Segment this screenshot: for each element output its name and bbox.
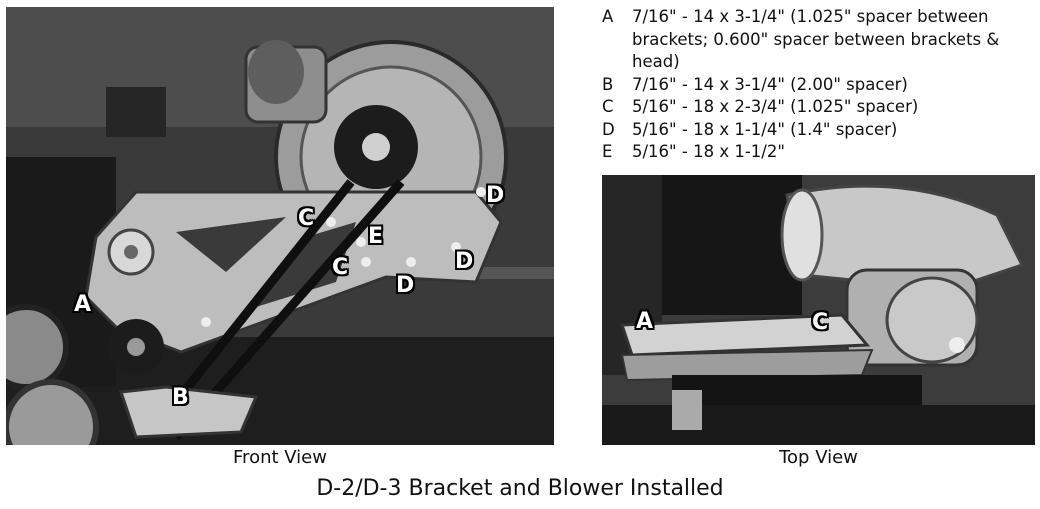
callout-c-lower: C (332, 255, 349, 280)
spec-value: 5/16" - 18 x 1-1/2" (632, 142, 785, 161)
spec-key: E (602, 142, 613, 161)
callout-a: A (636, 309, 654, 334)
spec-value: 5/16" - 18 x 1-1/4" (1.4" spacer) (632, 119, 898, 139)
callout-d-lower: D (396, 273, 415, 298)
spec-item-e: E 5/16" - 18 x 1-1/2" (602, 141, 1034, 164)
spec-key: B (602, 74, 614, 94)
top-view-illustration (602, 175, 1035, 445)
callout-c-upper: C (298, 206, 315, 231)
top-view-photo: A C (602, 175, 1035, 445)
spec-item-a: A 7/16" - 14 x 3-1/4" (1.025" spacer betw… (602, 6, 1034, 74)
figure-title: D-2/D-3 Bracket and Blower Installed (316, 476, 724, 501)
callout-d-upper: D (486, 183, 505, 208)
top-view-caption: Top View (779, 447, 858, 468)
spec-key: D (602, 119, 615, 139)
spec-item-d: D 5/16" - 18 x 1-1/4" (1.4" spacer) (602, 119, 1034, 142)
front-view-caption: Front View (233, 447, 327, 468)
front-view-illustration (6, 7, 554, 445)
callout-c: C (812, 310, 829, 335)
front-view-photo: A B C C E D D D (6, 7, 554, 445)
spec-value: 7/16" - 14 x 3-1/4" (2.00" spacer) (632, 74, 908, 94)
spec-key: A (602, 7, 614, 26)
spec-item-c: C 5/16" - 18 x 2-3/4" (1.025" spacer) (602, 96, 1034, 119)
callout-a: A (74, 292, 92, 317)
spec-item-b: B 7/16" - 14 x 3-1/4" (2.00" spacer) (602, 74, 1034, 97)
spec-value: 5/16" - 18 x 2-3/4" (1.025" spacer) (632, 97, 919, 116)
callout-d-right: D (455, 249, 474, 274)
spec-value: 7/16" - 14 x 3-1/4" (1.025" spacer betwe… (632, 7, 1000, 71)
callout-e: E (368, 224, 384, 249)
fastener-spec-list: A 7/16" - 14 x 3-1/4" (1.025" spacer betw… (602, 6, 1034, 164)
spec-key: C (602, 97, 614, 116)
callout-b: B (172, 385, 189, 410)
